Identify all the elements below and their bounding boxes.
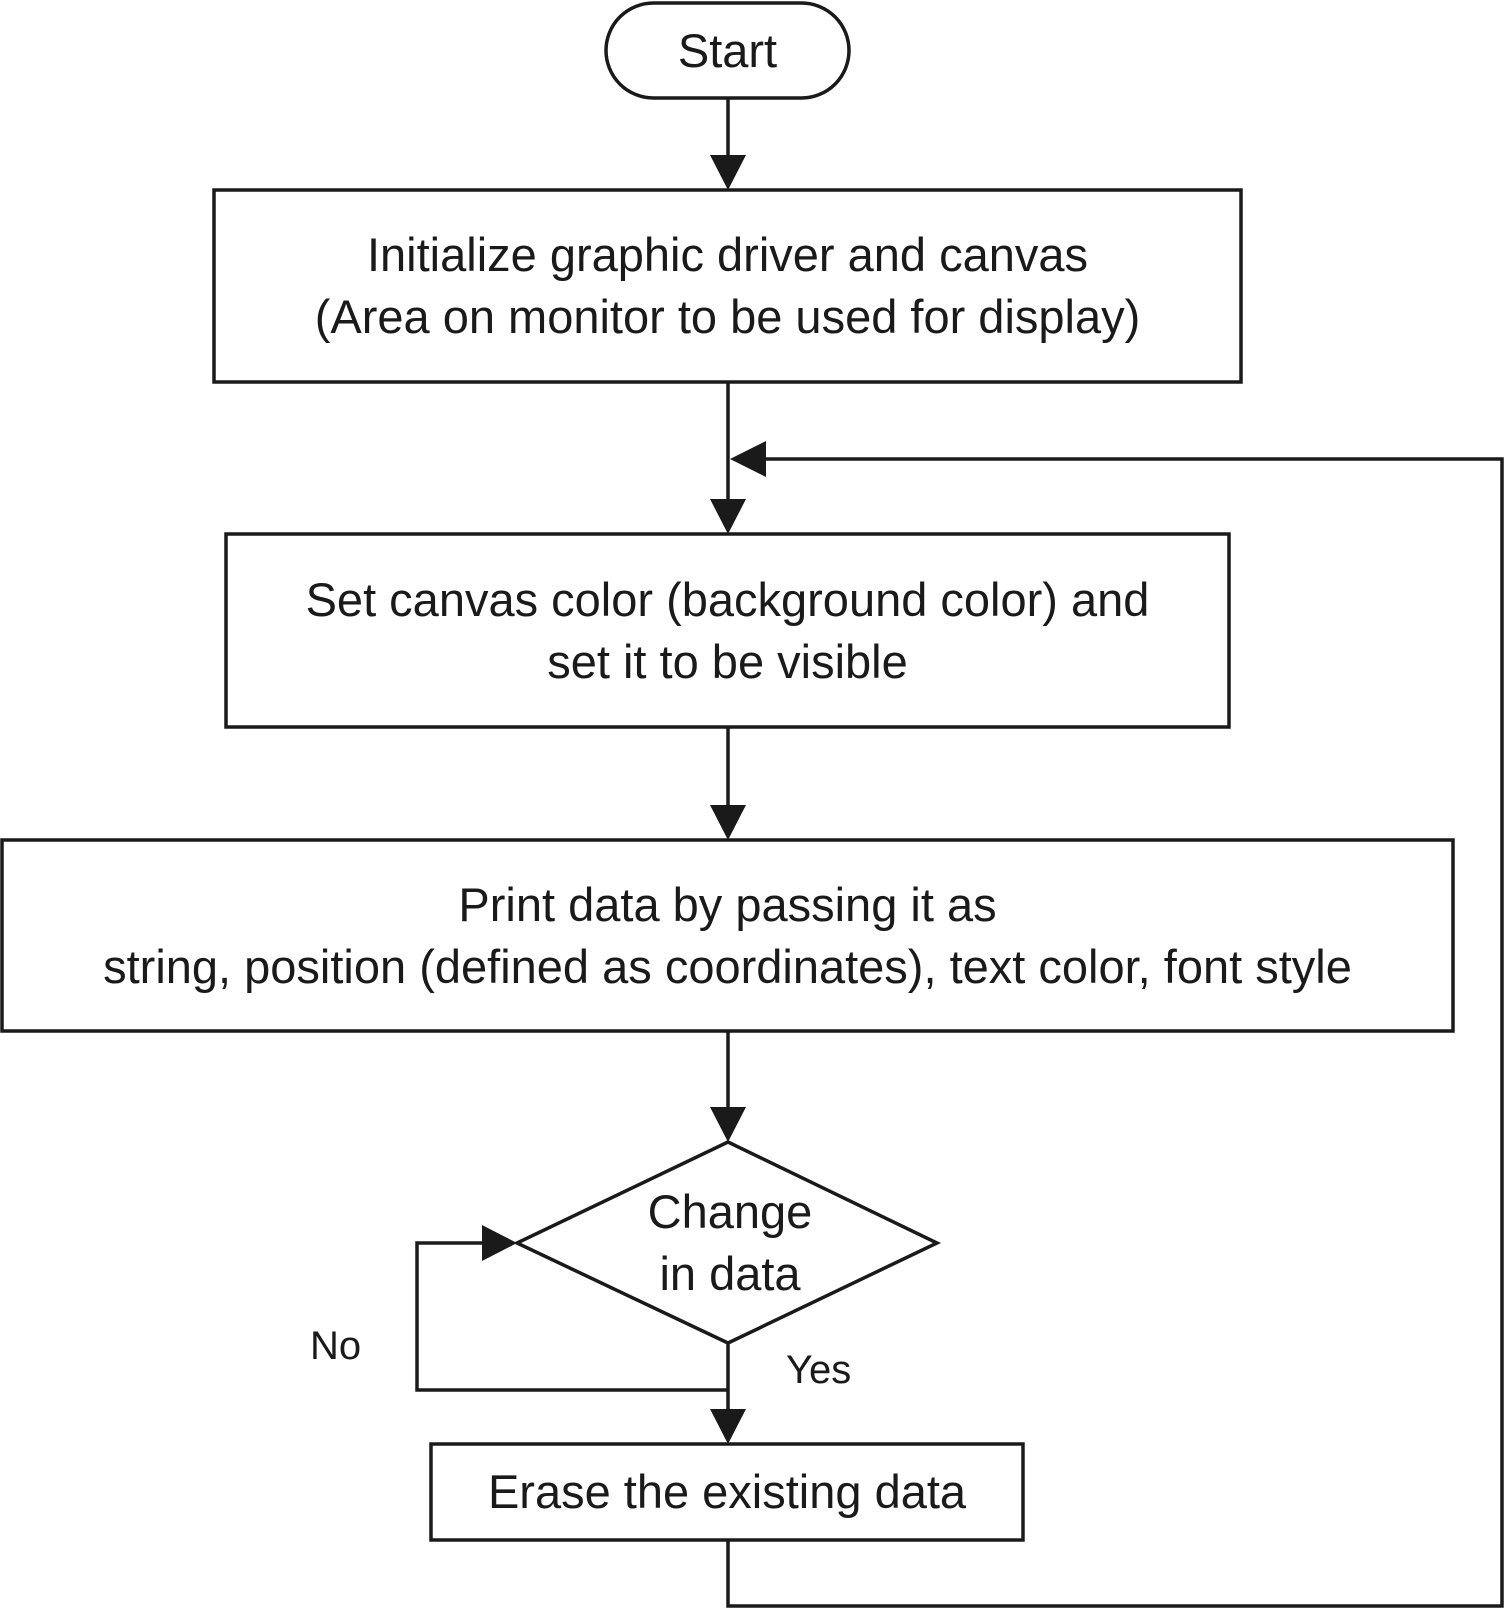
start-label: Start [677, 23, 778, 77]
arrowhead-loop-back [730, 441, 766, 477]
erase-label: Erase the existing data [487, 1465, 967, 1518]
decision-label-line-1: Change [647, 1185, 813, 1238]
arrowhead-set-canvas [710, 499, 746, 534]
arrowhead-erase [710, 1409, 746, 1444]
arrowhead-print-data [710, 805, 746, 840]
set-canvas-node: Set canvas color (background color) and … [226, 534, 1229, 727]
print-data-label-line-1: Print data by passing it as [458, 877, 997, 931]
edge-label-yes: Yes [786, 1348, 852, 1392]
decision-node: Change in data [570, 1178, 890, 1308]
set-canvas-label-line-2: set it to be visible [547, 634, 908, 688]
decision-label-line-2: in data [659, 1247, 801, 1300]
print-data-node: Print data by passing it as string, posi… [2, 840, 1453, 1031]
init-label-line-1: Initialize graphic driver and canvas [366, 228, 1089, 281]
start-node: Start [606, 3, 849, 98]
arrowhead-init [710, 155, 746, 190]
arrowhead-no-loop [482, 1225, 517, 1261]
arrowhead-decision [710, 1107, 746, 1142]
edge-decision-no-loop [415, 1241, 728, 1392]
edge-erase-loop-back [726, 457, 1504, 1608]
set-canvas-label-line-1: Set canvas color (background color) and [305, 572, 1150, 626]
edge-label-no: No [310, 1324, 362, 1368]
erase-node: Erase the existing data [431, 1444, 1023, 1540]
init-label-line-2: (Area on monitor to be used for display) [314, 290, 1141, 343]
print-data-label-line-2: string, position (defined as coordinates… [103, 939, 1352, 993]
init-node: Initialize graphic driver and canvas (Ar… [214, 190, 1241, 382]
